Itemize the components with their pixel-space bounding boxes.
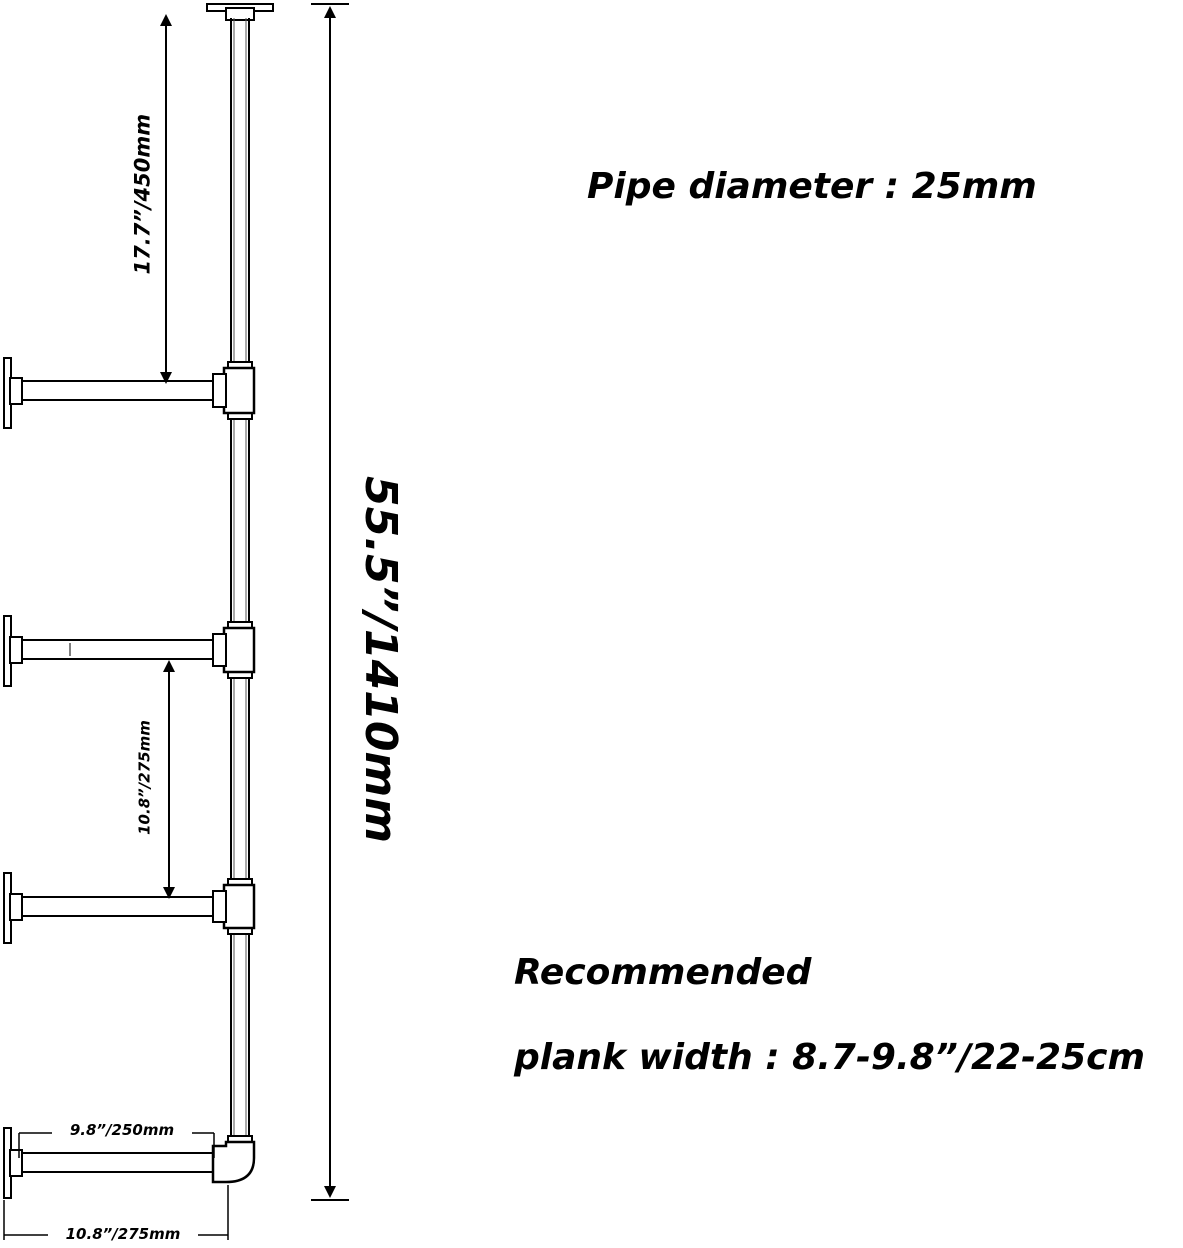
shelf-arm-2 (3, 615, 213, 687)
outer-depth-label: 10.8”/275mm (48, 1227, 198, 1242)
top-spacing-label: 17.7”/450mm (130, 113, 155, 275)
elbow-fitting (211, 1140, 256, 1184)
shelf-arm-1 (3, 357, 213, 429)
tee-fitting-3 (212, 883, 256, 930)
tee-fitting-2 (212, 626, 256, 674)
inner-length-label: 9.8”/250mm (52, 1123, 192, 1138)
ceiling-flange (206, 3, 274, 21)
tee-fitting-1 (212, 366, 256, 415)
shelf-arm-4 (3, 1127, 213, 1199)
total-height-label: 55.5”/1410mm (355, 476, 406, 844)
shelf-arm-3 (3, 872, 213, 944)
main-vertical-pipe (227, 18, 253, 1145)
shelf-spacing-label: 10.8”/275mm (135, 720, 154, 835)
recommended-text: Recommended (514, 952, 812, 993)
total-height-dimension (311, 3, 349, 1201)
pipe-diameter-text: Pipe diameter : 25mm (587, 166, 1037, 207)
plank-width-text: plank width : 8.7-9.8”/22-25cm (514, 1037, 1145, 1078)
